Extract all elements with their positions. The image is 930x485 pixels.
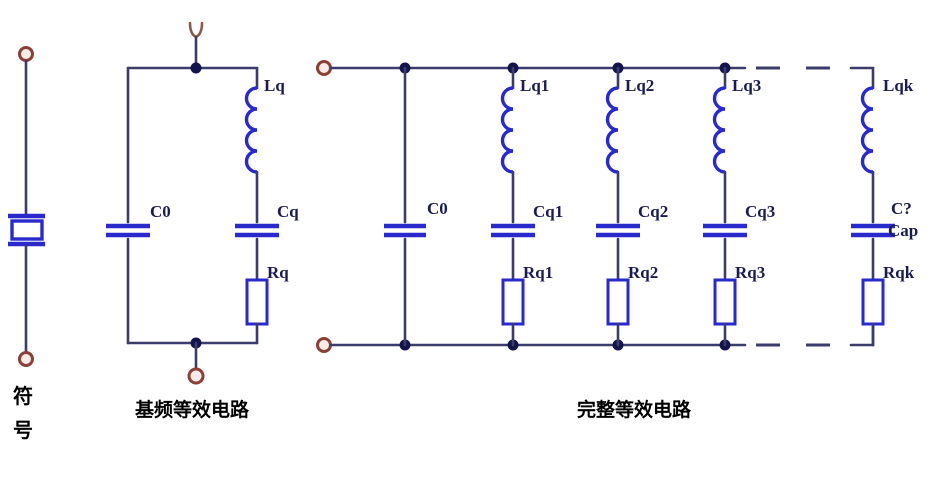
resistor-body	[606, 278, 630, 326]
c0-label: C0	[150, 202, 171, 221]
inductor-coil	[712, 86, 726, 174]
cq-label: Cq	[277, 202, 299, 221]
symbol-caption-line1: 符	[13, 384, 33, 408]
terminal-node	[18, 46, 34, 62]
capacitor-label: Cq3	[745, 202, 775, 221]
shunt-c0-branch: C0	[384, 66, 448, 347]
rq-label: Rq	[267, 263, 289, 282]
resistor-label: Rq3	[735, 263, 765, 282]
inductor-coil	[244, 86, 258, 174]
complete-caption: 完整等效电路	[577, 398, 692, 421]
junction-dot	[190, 62, 202, 74]
resistor-body	[861, 278, 885, 326]
motional-branch-1: Lq1 Cq1 Rq1	[491, 66, 563, 347]
terminal-node	[316, 60, 332, 76]
capacitor-label: Cq2	[638, 202, 668, 221]
lq-label: Lq	[264, 76, 285, 95]
complete-circuit-group: C0 Lq1 Cq1 Rq1 Lq2 Cq2	[316, 60, 918, 421]
inductor-label: Lq3	[732, 76, 761, 95]
motional-branch-k: Lqk C? Cap Rqk	[851, 76, 918, 347]
inductor-coil	[860, 86, 874, 174]
inductor-label: Lq1	[520, 76, 549, 95]
fundamental-circuit-group: C0 Lq Cq Rq 基频等效电路	[106, 21, 299, 421]
top-corner-wire	[849, 66, 875, 90]
bottom-corner-wire	[849, 322, 875, 347]
terminal-node	[187, 367, 205, 385]
y-terminal-icon	[188, 21, 204, 39]
motional-branch-2: Lq2 Cq2 Rq2	[596, 66, 668, 347]
fundamental-caption: 基频等效电路	[134, 398, 250, 421]
resistor-body	[245, 278, 269, 326]
c0-label: C0	[427, 199, 448, 218]
resistor-body	[713, 278, 737, 326]
inductor-coil	[605, 86, 619, 174]
terminal-node	[18, 351, 34, 367]
crystal-body	[10, 219, 44, 241]
crystal-symbol-group: 符 号	[8, 46, 45, 442]
resistor-label: Rqk	[883, 263, 915, 282]
terminal-node	[316, 337, 332, 353]
inductor-label: Lqk	[883, 76, 914, 95]
motional-branch-3: Lq3 Cq3 Rq3	[703, 66, 775, 347]
capacitor-label: Cq1	[533, 202, 563, 221]
symbol-caption-line2: 号	[13, 418, 33, 442]
resistor-label: Rq1	[523, 263, 553, 282]
inductor-coil	[500, 86, 514, 174]
resistor-body	[501, 278, 525, 326]
capacitor-label-line2: Cap	[888, 221, 918, 240]
resistor-label: Rq2	[628, 263, 658, 282]
inductor-label: Lq2	[625, 76, 654, 95]
capacitor-label-line1: C?	[891, 199, 912, 218]
